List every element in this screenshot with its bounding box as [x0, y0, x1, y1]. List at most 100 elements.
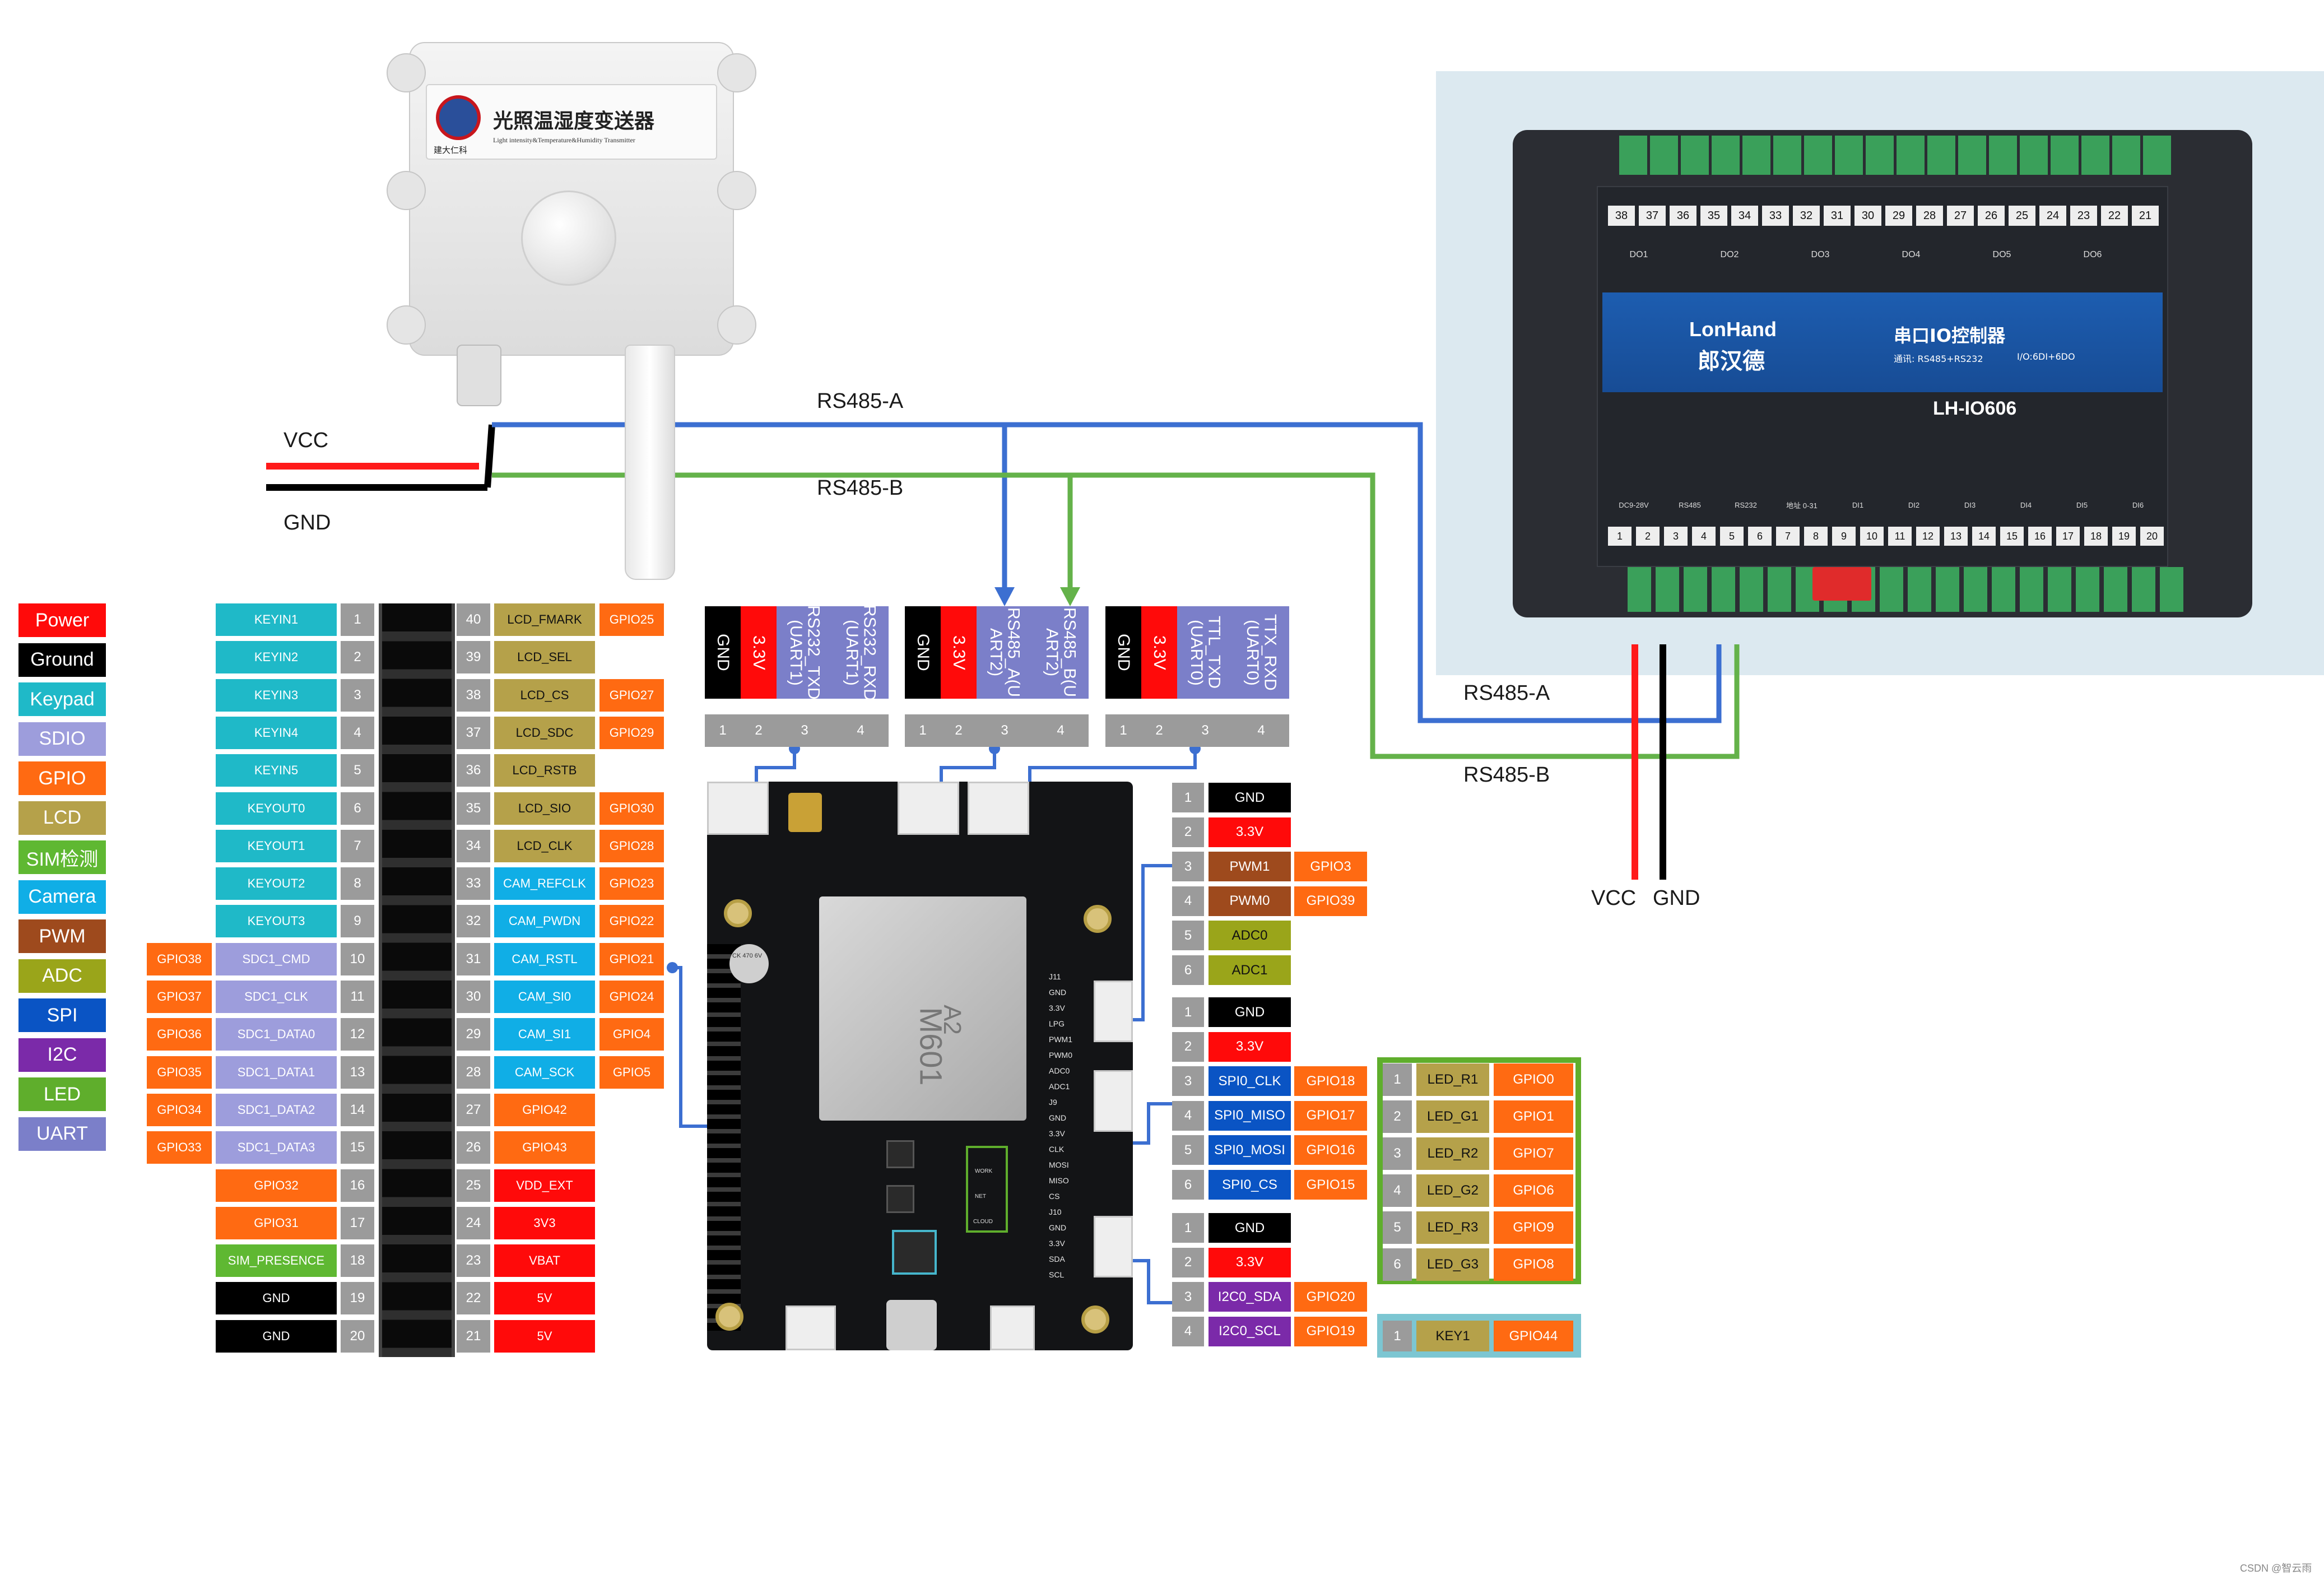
legend-uart: UART — [18, 1117, 106, 1151]
pin-fn-right: LCD_FMARK — [494, 603, 595, 636]
top-conn-1-num: 3 — [777, 714, 833, 747]
controller-top-term-number: 31 — [1824, 206, 1851, 226]
right-pin-fn: SPI0_CS — [1209, 1170, 1291, 1200]
top-conn-3-num: 1 — [1105, 714, 1141, 747]
led-pin-gpio: GPIO8 — [1494, 1248, 1573, 1281]
pin-gpio-right: GPIO29 — [599, 716, 664, 749]
reset-button — [886, 1140, 914, 1168]
controller-bottom-term-number: 9 — [1832, 527, 1856, 546]
pin-fn-left: GND — [216, 1320, 337, 1353]
pin-fn-left: SDC1_DATA1 — [216, 1056, 337, 1089]
controller-bottom-terminals — [1628, 567, 2188, 617]
controller-top-terminal — [1773, 136, 1801, 175]
controller-top-terminal — [1650, 136, 1678, 175]
rs485a-bottom-label: RS485-A — [1463, 681, 1550, 705]
pin-num-left: 14 — [341, 1093, 374, 1126]
controller-bottom-terminal — [1656, 567, 1679, 612]
controller-top-terminal — [1619, 136, 1647, 175]
controller-bottom-section: RS485 — [1679, 500, 1701, 509]
key-pin-gpio: GPIO44 — [1494, 1321, 1573, 1351]
right-pin-num: 2 — [1172, 1247, 1204, 1277]
controller-bottom-section: DI1 — [1852, 500, 1864, 509]
pin-fn-right: CAM_PWDN — [494, 905, 595, 938]
controller-spec1: 通讯: RS485+RS232 — [1894, 354, 1983, 364]
board-side-label: J9 — [1049, 1098, 1057, 1107]
pin-fn-left: KEYIN2 — [216, 641, 337, 674]
connector-j4 — [707, 782, 769, 835]
board-side-label: ADC1 — [1049, 1082, 1070, 1091]
pin-fn-left: SDC1_DATA3 — [216, 1131, 337, 1164]
controller-top-terminal — [1866, 136, 1894, 175]
controller-bottom-term-number: 8 — [1804, 527, 1828, 546]
board-side-label: 3.3V — [1049, 1003, 1065, 1012]
legend-pwm: PWM — [18, 919, 106, 953]
legend-camera: Camera — [18, 880, 106, 914]
legend-led: LED — [18, 1077, 106, 1111]
right-pin-gpio: GPIO39 — [1294, 886, 1367, 916]
legend-spi: SPI — [18, 998, 106, 1032]
right-pin-gpio: GPIO18 — [1294, 1066, 1367, 1097]
controller-bottom-term-number: 11 — [1888, 527, 1912, 546]
controller-bottom-term-number: 15 — [2000, 527, 2024, 546]
key-pin-fn: KEY1 — [1416, 1321, 1489, 1351]
board-side-label: PWM0 — [1049, 1051, 1072, 1060]
pin-num-left: 16 — [341, 1169, 374, 1202]
led-pin-fn: LED_R1 — [1416, 1063, 1489, 1096]
led-cloud-label: CLOUD — [973, 1219, 993, 1225]
board-side-label: LPG — [1049, 1019, 1065, 1028]
top-conn-1-pin: GND — [705, 606, 741, 699]
pin-fn-left: KEYIN1 — [216, 603, 337, 636]
pin-num-left: 10 — [341, 942, 374, 975]
pin-fn-right: LCD_SEL — [494, 641, 595, 674]
led-pin-num: 5 — [1383, 1211, 1412, 1244]
controller-bottom-section: DI6 — [2132, 500, 2144, 509]
pin-fn-left: SDC1_DATA0 — [216, 1018, 337, 1051]
controller-bottom-section: DC9-28V — [1619, 500, 1649, 509]
pin-num-right: 39 — [457, 641, 490, 674]
right-pin-num: 6 — [1172, 1170, 1204, 1200]
pin-num-right: 22 — [457, 1282, 490, 1315]
controller-title-cn: 串口IO控制器 — [1894, 325, 2006, 346]
led-pin-gpio: GPIO6 — [1494, 1174, 1573, 1207]
controller-bottom-section: 地址 0-31 — [1786, 501, 1818, 510]
sensor-ear-mr — [717, 171, 756, 210]
controller-bottom-term-number: 6 — [1748, 527, 1772, 546]
controller-top-term-number: 24 — [2039, 206, 2066, 226]
pin-num-right: 38 — [457, 679, 490, 712]
pin-fn-right: LCD_SIO — [494, 792, 595, 825]
controller-top-terminals — [1619, 136, 2179, 180]
pin-fn-left: KEYOUT3 — [216, 905, 337, 938]
pin-fn-right: GPIO42 — [494, 1093, 595, 1126]
board-pin-header — [707, 944, 741, 1331]
controller-blue-band — [1602, 292, 2163, 392]
controller-top-terminal — [1835, 136, 1863, 175]
legend-ground: Ground — [18, 643, 106, 677]
right-pin-num: 4 — [1172, 886, 1204, 916]
led-pin-fn: LED_R2 — [1416, 1137, 1489, 1170]
controller-bottom-section: DI2 — [1908, 500, 1920, 509]
right-pin-num: 1 — [1172, 1213, 1204, 1243]
controller-bottom-term-number: 1 — [1608, 527, 1632, 546]
pin-fn-right: CAM_RSTL — [494, 942, 595, 975]
pin-num-right: 33 — [457, 867, 490, 900]
controller-bottom-terminal — [2048, 567, 2071, 612]
pin-gpio-right: GPIO27 — [599, 679, 664, 712]
user-key-button — [892, 1230, 937, 1275]
right-pin-num: 1 — [1172, 783, 1204, 812]
controller-bottom-terminal — [1964, 567, 1987, 612]
right-pin-gpio: GPIO15 — [1294, 1170, 1367, 1200]
gnd-right-label: GND — [1653, 886, 1700, 910]
pin-gpio-left: GPIO34 — [147, 1093, 212, 1126]
pin-num-right: 40 — [457, 603, 490, 636]
right-pin-num: 5 — [1172, 1135, 1204, 1165]
pin-gpio-left: GPIO35 — [147, 1056, 212, 1089]
right-pin-fn: I2C0_SCL — [1209, 1316, 1291, 1346]
sensor-logo — [436, 95, 481, 140]
controller-top-terminal — [1804, 136, 1832, 175]
controller-top-term-number: 30 — [1854, 206, 1881, 226]
pin-num-left: 2 — [341, 641, 374, 674]
pin-num-left: 5 — [341, 754, 374, 787]
vcc-left-label: VCC — [283, 429, 329, 452]
pin-fn-left: GPIO32 — [216, 1169, 337, 1202]
